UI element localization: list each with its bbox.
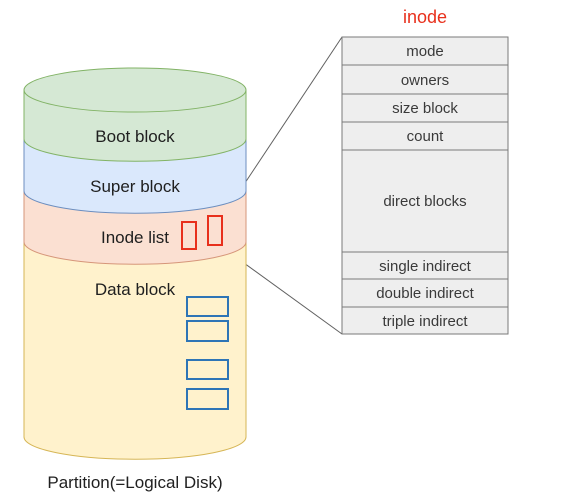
- boot-block-layer: [23, 67, 247, 162]
- inode-field-mode-label: mode: [406, 43, 444, 60]
- inode-title: inode: [403, 7, 447, 27]
- inode-structure: mode owners size block count direct bloc…: [341, 36, 509, 335]
- inode-marker-left: [181, 221, 197, 250]
- inode-field-mode: [341, 36, 509, 66]
- cylinder-top-ellipse: [23, 67, 247, 113]
- inode-field-single-indirect: [341, 251, 509, 280]
- data-block-shape: [23, 242, 247, 460]
- inode-list-label: Inode list: [101, 228, 169, 247]
- inode-marker-right: [207, 215, 223, 246]
- inode-field-single-indirect-label: single indirect: [379, 258, 472, 275]
- data-block-marker: [186, 320, 229, 342]
- data-block-layer: [23, 242, 247, 460]
- inode-field-direct-blocks: [341, 149, 509, 253]
- inode-field-size-block-label: size block: [392, 100, 458, 117]
- data-block-label: Data block: [95, 280, 176, 299]
- inode-field-owners-label: owners: [401, 72, 449, 89]
- inode-field-triple-indirect-label: triple indirect: [382, 313, 468, 330]
- inode-field-count: [341, 121, 509, 151]
- inode-field-double-indirect: [341, 278, 509, 308]
- inode-field-double-indirect-label: double indirect: [376, 285, 474, 302]
- data-block-marker: [186, 296, 229, 317]
- inode-field-count-label: count: [407, 128, 445, 145]
- partition-caption: Partition(=Logical Disk): [47, 473, 222, 492]
- inode-field-direct-blocks-label: direct blocks: [383, 193, 466, 210]
- inode-field-size-block: [341, 93, 509, 123]
- boot-block-label: Boot block: [95, 127, 175, 146]
- super-block-label: Super block: [90, 177, 180, 196]
- data-block-marker: [186, 388, 229, 410]
- inode-field-owners: [341, 64, 509, 95]
- data-block-marker: [186, 359, 229, 380]
- inode-field-triple-indirect: [341, 306, 509, 335]
